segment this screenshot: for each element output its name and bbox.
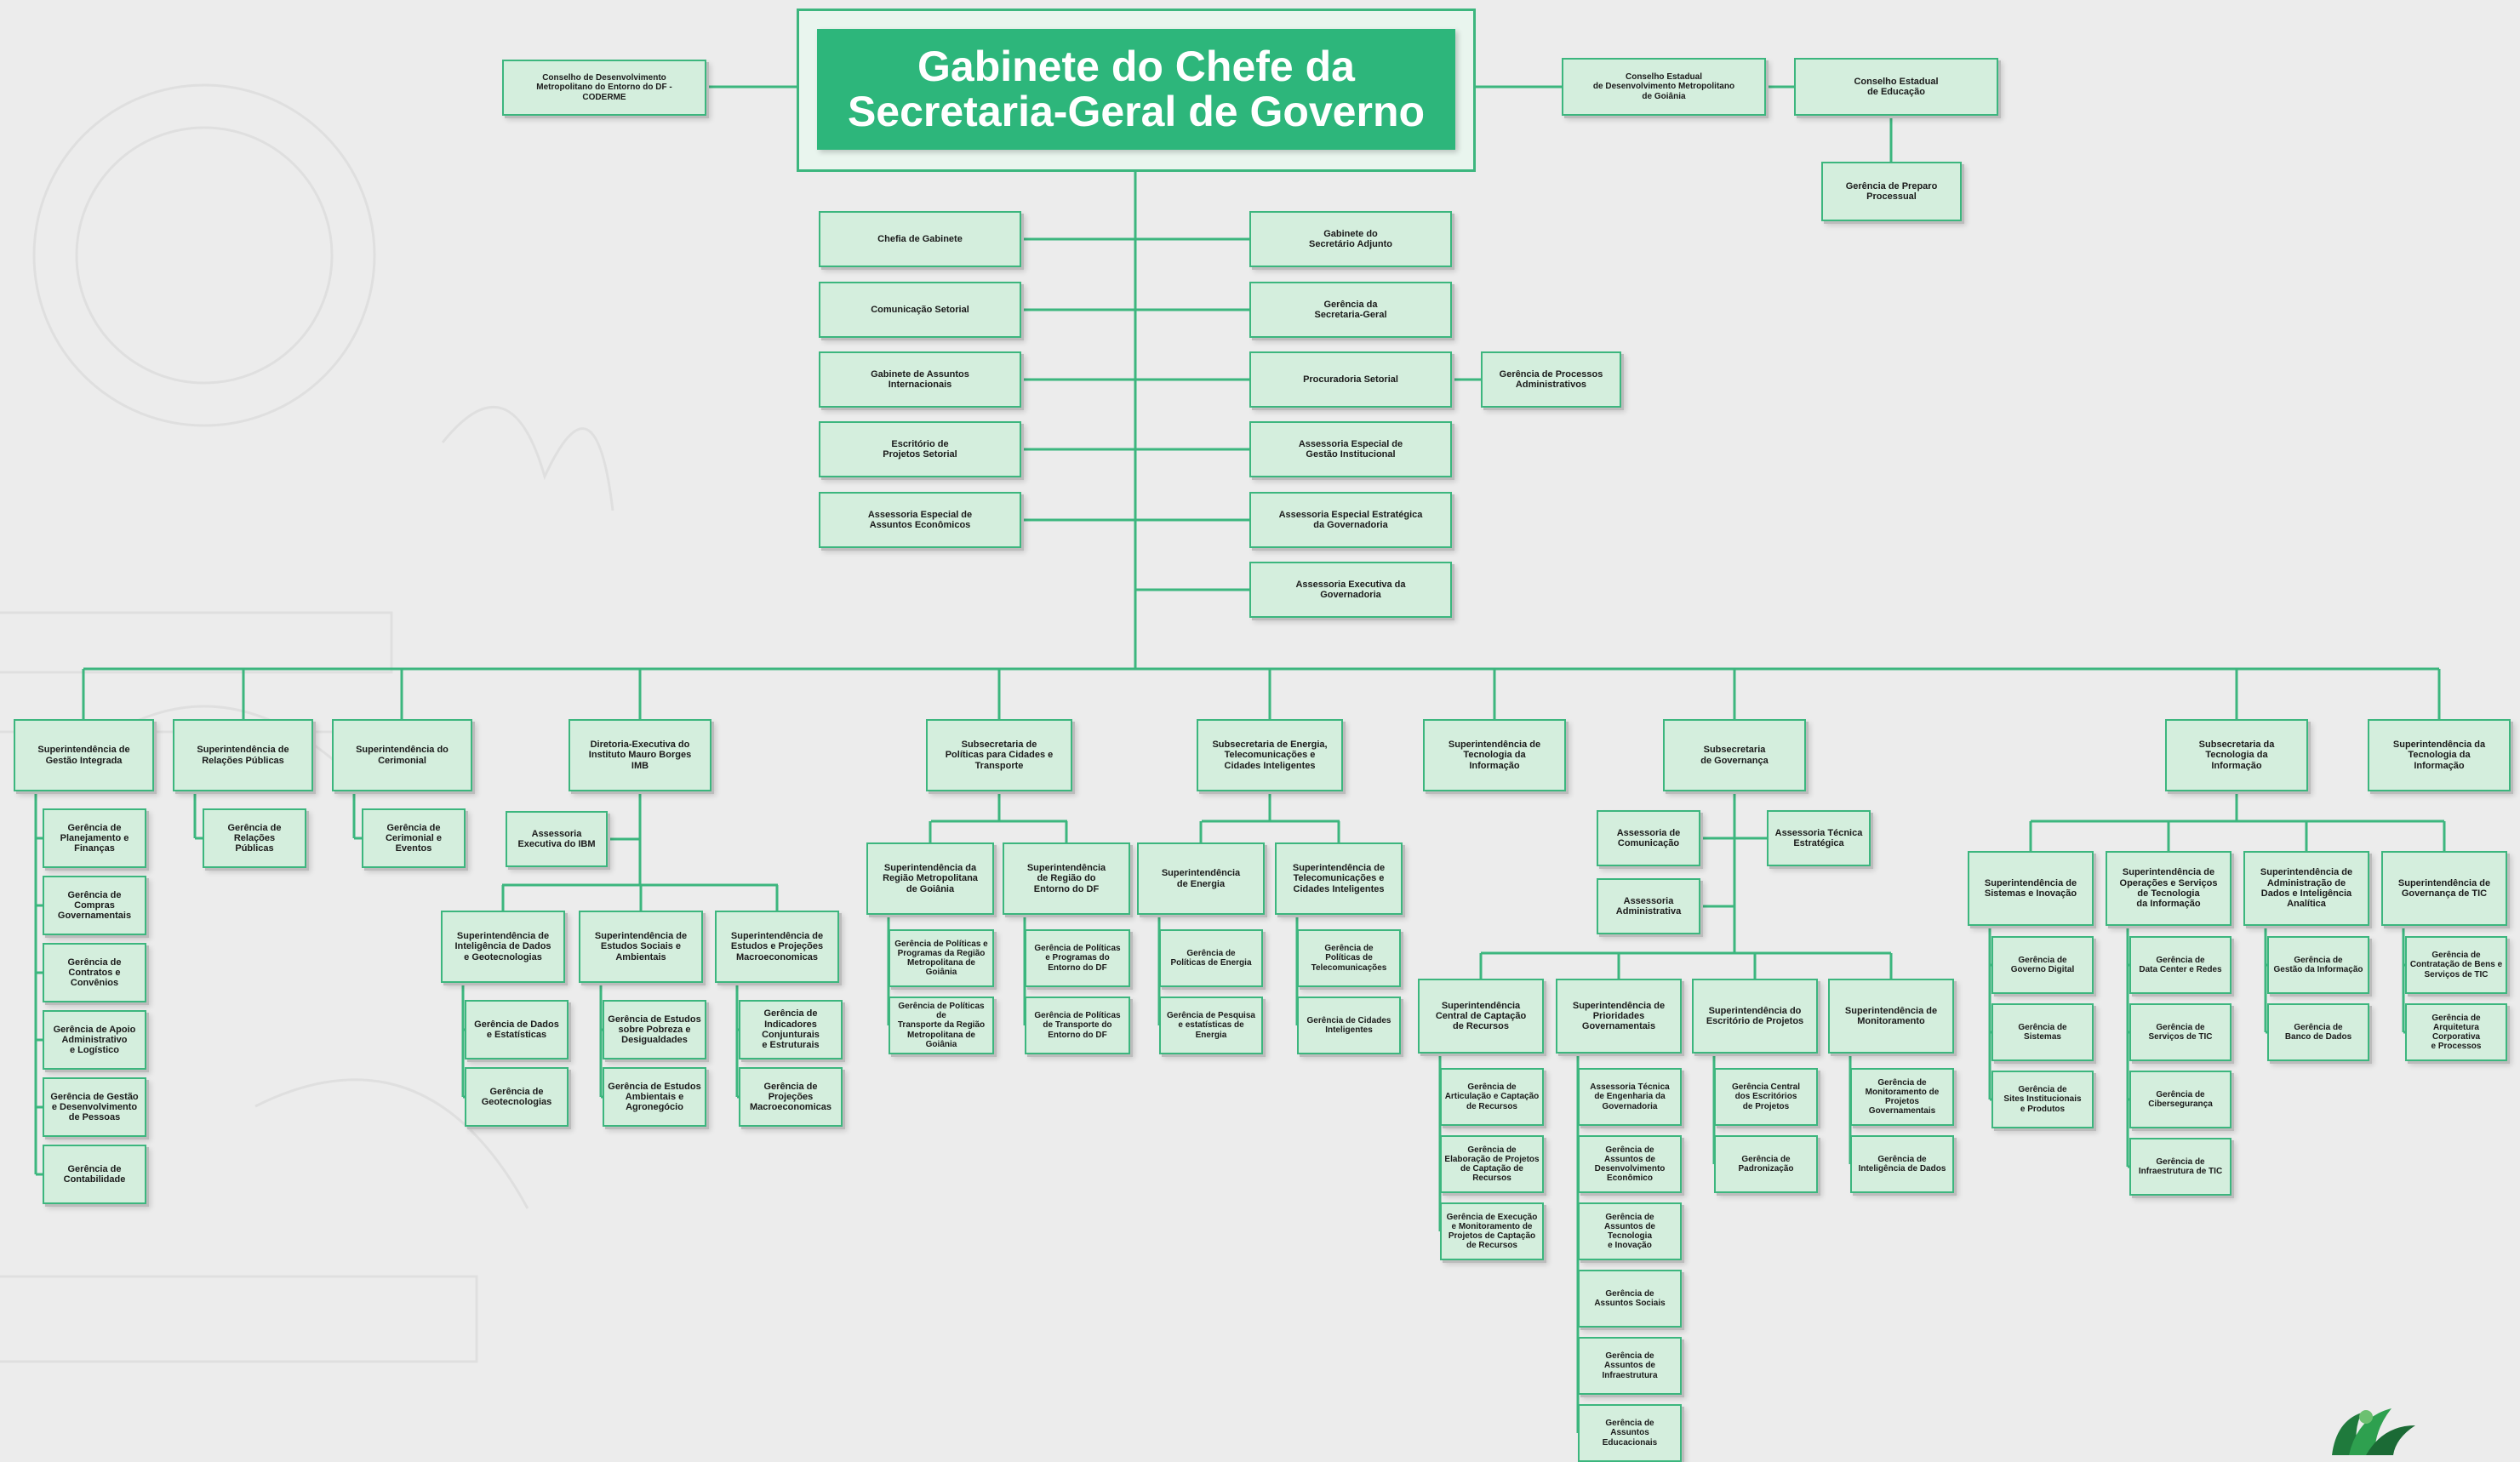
staff-right-box: Gabinete do Secretário Adjunto: [1249, 211, 1452, 267]
manager-box: Gerência de Estudos Ambientais e Agroneg…: [603, 1067, 706, 1127]
governanca-sup-box: Superintendência de Monitoramento: [1828, 979, 1954, 1054]
manager-box: Gerência de Articulação e Captação de Re…: [1440, 1068, 1544, 1126]
governanca-sup-box: Superintendência Central de Captação de …: [1418, 979, 1544, 1054]
ti-sup-box: Superintendência de Sistemas e Inovação: [1968, 851, 2094, 926]
sup-relacoes-box: Superintendência de Relações Públicas: [173, 719, 313, 791]
staff-right-box: Procuradoria Setorial: [1249, 351, 1452, 408]
assessoria-comunicacao-box: Assessoria de Comunicação: [1597, 810, 1700, 866]
manager-box: Gerência de Cibersegurança: [2129, 1071, 2231, 1128]
manager-box: Gerência de Execução e Monitoramento de …: [1440, 1202, 1544, 1260]
imb-assessoria-box: Assessoria Executiva do IBM: [506, 811, 608, 867]
manager-box: Gerência de Indicadores Conjunturais e E…: [739, 1000, 843, 1059]
ti-sup-box: Superintendência de Operações e Serviços…: [2106, 851, 2231, 926]
imb-head-box: Diretoria-Executiva do Instituto Mauro B…: [569, 719, 711, 791]
manager-box: Gerência de Compras Governamentais: [43, 876, 146, 935]
staff-right-box: Gerência da Secretaria-Geral: [1249, 282, 1452, 338]
sup-ti-b-box: Superintendência da Tecnologia da Inform…: [2368, 719, 2511, 791]
staff-left-box: Chefia de Gabinete: [819, 211, 1021, 267]
manager-box: Gerência de Arquitetura Corporativa e Pr…: [2405, 1003, 2507, 1061]
manager-box: Gerência de Sistemas: [1991, 1003, 2094, 1061]
governanca-sup-box: Superintendência de Prioridades Governam…: [1556, 979, 1682, 1054]
manager-box: Gerência de Gestão e Desenvolvimento de …: [43, 1077, 146, 1137]
conselho-goiania-box: Conselho Estadual de Desenvolvimento Met…: [1562, 58, 1766, 116]
sup-gestao-box: Superintendência de Gestão Integrada: [14, 719, 154, 791]
imb-sup-box: Superintendência de Estudos e Projeções …: [715, 911, 839, 983]
ti-sup-box: Superintendência de Governança de TIC: [2381, 851, 2507, 926]
sub-ti-box: Subsecretaria da Tecnologia da Informaçã…: [2165, 719, 2308, 791]
assessoria-tecnica-box: Assessoria Técnica Estratégica: [1767, 810, 1871, 866]
manager-box: Gerência de Projeções Macroeconomicas: [739, 1067, 843, 1127]
staff-left-box: Assessoria Especial de Assuntos Econômic…: [819, 492, 1021, 548]
manager-box: Gerência de Assuntos de Tecnologia e Ino…: [1578, 1202, 1682, 1260]
sub-cidades-sup-box: Superintendência de Região do Entorno do…: [1003, 842, 1130, 915]
staff-right-box: Assessoria Especial Estratégica da Gover…: [1249, 492, 1452, 548]
manager-box: Gerência de Dados e Estatísticas: [465, 1000, 569, 1059]
preparo-processual-box: Gerência de Preparo Processual: [1821, 162, 1962, 221]
manager-box: Gerência de Geotecnologias: [465, 1067, 569, 1127]
manager-box: Gerência de Contratação de Bens e Serviç…: [2405, 936, 2507, 994]
imb-sup-box: Superintendência de Estudos Sociais e Am…: [579, 911, 703, 983]
manager-box: Gerência de Políticas de Transporte da R…: [889, 997, 994, 1054]
government-logo: [2332, 1408, 2415, 1455]
manager-box: Gerência de Sites Institucionais e Produ…: [1991, 1071, 2094, 1128]
sup-ti-a-box: Superintendência de Tecnologia da Inform…: [1423, 719, 1566, 791]
manager-box: Gerência de Políticas e Programas do Ent…: [1025, 929, 1130, 987]
manager-box: Gerência de Monitoramento de Projetos Go…: [1850, 1068, 1954, 1126]
manager-box: Gerência de Pesquisa e estatísticas de E…: [1159, 997, 1263, 1054]
manager-box: Gerência de Cidades Inteligentes: [1297, 997, 1401, 1054]
sub-energia-sup-box: Superintendência de Energia: [1137, 842, 1265, 915]
manager-box: Gerência de Elaboração de Projetos de Ca…: [1440, 1135, 1544, 1193]
manager-box: Gerência de Apoio Administrativo e Logís…: [43, 1010, 146, 1070]
manager-box: Gerência de Políticas de Transporte do E…: [1025, 997, 1130, 1054]
manager-box: Gerência de Assuntos de Infraestrutura: [1578, 1337, 1682, 1395]
sub-cidades-box: Subsecretaria de Políticas para Cidades …: [926, 719, 1072, 791]
sup-cerimonial-box: Superintendência do Cerimonial: [332, 719, 472, 791]
manager-box: Gerência de Gestão da Informação: [2267, 936, 2369, 994]
manager-box: Gerência de Data Center e Redes: [2129, 936, 2231, 994]
staff-left-box: Gabinete de Assuntos Internacionais: [819, 351, 1021, 408]
manager-box: Gerência de Serviços de TIC: [2129, 1003, 2231, 1061]
manager-box: Gerência Central dos Escritórios de Proj…: [1714, 1068, 1818, 1126]
manager-box: Gerência de Políticas de Telecomunicaçõe…: [1297, 929, 1401, 987]
manager-box: Gerência de Relações Públicas: [203, 808, 306, 868]
governanca-sup-box: Superintendência do Escritório de Projet…: [1692, 979, 1818, 1054]
manager-box: Gerência de Assuntos Sociais: [1578, 1270, 1682, 1328]
staff-left-box: Escritório de Projetos Setorial: [819, 421, 1021, 477]
imb-sup-box: Superintendência de Inteligência de Dado…: [441, 911, 565, 983]
assessoria-administrativa-box: Assessoria Administrativa: [1597, 878, 1700, 934]
sub-governanca-box: Subsecretaria de Governança: [1663, 719, 1806, 791]
manager-box: Gerência de Cerimonial e Eventos: [362, 808, 466, 868]
sub-energia-box: Subsecretaria de Energia, Telecomunicaçõ…: [1197, 719, 1343, 791]
manager-box: Gerência de Contabilidade: [43, 1145, 146, 1204]
staff-right-box: Assessoria Executiva da Governadoria: [1249, 562, 1452, 618]
manager-box: Gerência de Governo Digital: [1991, 936, 2094, 994]
manager-box: Gerência de Assuntos de Desenvolvimento …: [1578, 1135, 1682, 1193]
sub-cidades-sup-box: Superintendência da Região Metropolitana…: [866, 842, 994, 915]
manager-box: Gerência de Políticas e Programas da Reg…: [889, 929, 994, 987]
manager-box: Gerência de Políticas de Energia: [1159, 929, 1263, 987]
manager-box: Gerência de Contratos e Convênios: [43, 943, 146, 1002]
manager-box: Gerência de Padronização: [1714, 1135, 1818, 1193]
coderme-box: Conselho de Desenvolvimento Metropolitan…: [502, 60, 706, 116]
staff-left-box: Comunicação Setorial: [819, 282, 1021, 338]
manager-box: Gerência de Planejamento e Finanças: [43, 808, 146, 868]
manager-box: Gerência de Estudos sobre Pobreza e Desi…: [603, 1000, 706, 1059]
chart-title: Gabinete do Chefe da Secretaria-Geral de…: [817, 29, 1455, 150]
staff-right-box: Assessoria Especial de Gestão Institucio…: [1249, 421, 1452, 477]
manager-box: Gerência de Assuntos Educacionais: [1578, 1404, 1682, 1462]
ti-sup-box: Superintendência de Administração de Dad…: [2243, 851, 2369, 926]
manager-box: Assessoria Técnica de Engenharia da Gove…: [1578, 1068, 1682, 1126]
manager-box: Gerência de Infraestrutura de TIC: [2129, 1138, 2231, 1196]
manager-box: Gerência de Banco de Dados: [2267, 1003, 2369, 1061]
conselho-educacao-box: Conselho Estadual de Educação: [1794, 58, 1998, 116]
manager-box: Gerência de Inteligência de Dados: [1850, 1135, 1954, 1193]
processos-administrativos-box: Gerência de Processos Administrativos: [1481, 351, 1621, 408]
sub-energia-sup-box: Superintendência de Telecomunicações e C…: [1275, 842, 1403, 915]
